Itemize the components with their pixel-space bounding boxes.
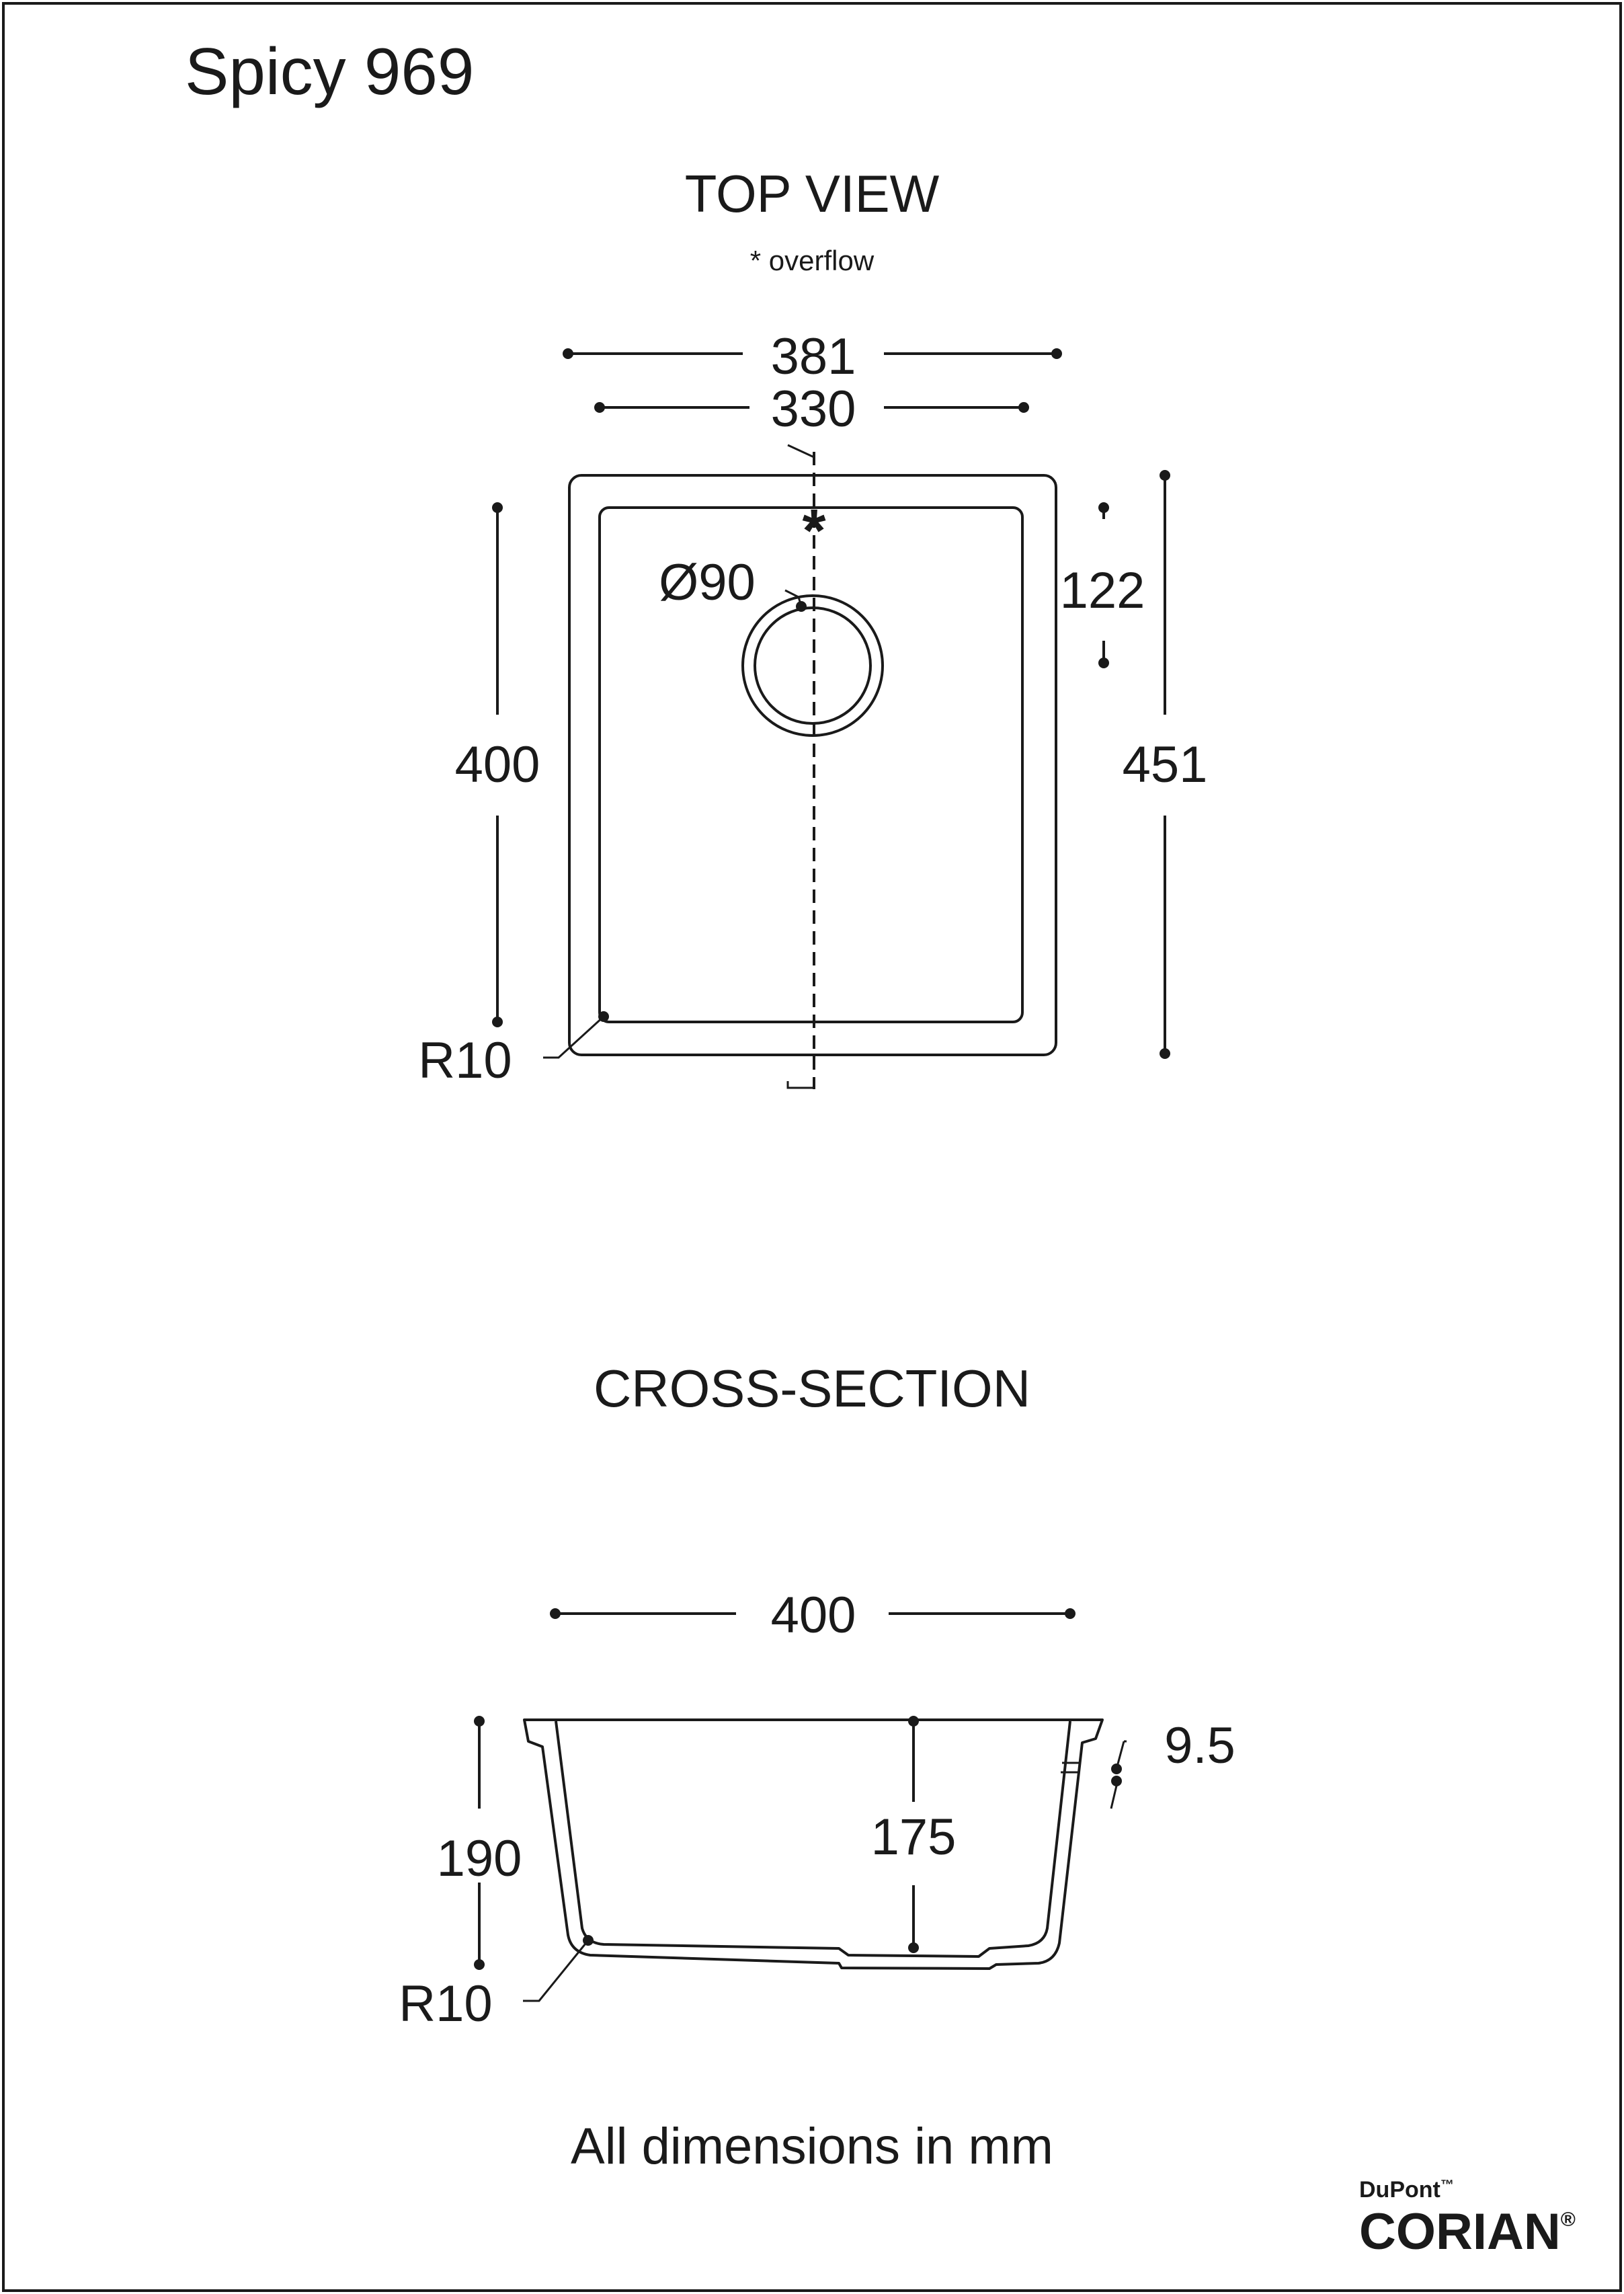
top-view-heading: TOP VIEW <box>685 164 940 223</box>
units-note: All dimensions in mm <box>571 2118 1053 2175</box>
dim-section-corner-radius: R10 <box>399 1935 594 2032</box>
drain-diameter-label: Ø90 <box>659 554 756 611</box>
dim-drain-offset: 122 <box>1060 502 1145 668</box>
outer-width-label: 381 <box>771 328 856 385</box>
inner-length-label: 400 <box>455 736 540 793</box>
outer-depth-label: 190 <box>437 1830 522 1887</box>
dim-inner-depth: 175 <box>871 1716 957 1953</box>
cross-section: CROSS-SECTION 400 190 <box>399 1359 1235 2032</box>
sink-profile-outer <box>523 1718 1104 1970</box>
sink-inner-outline <box>598 506 1024 1023</box>
brand-logo: DuPont™ CORIAN® <box>1359 2177 1576 2260</box>
top-corner-radius-label: R10 <box>418 1032 512 1089</box>
dim-outer-length: 451 <box>1123 470 1208 1059</box>
section-width-label: 400 <box>771 1587 856 1644</box>
dim-outer-width: 381 <box>563 328 1062 385</box>
dim-wall-thickness: 9.5 <box>1110 1717 1235 1809</box>
cross-section-heading: CROSS-SECTION <box>594 1359 1030 1418</box>
dim-section-width: 400 <box>550 1587 1075 1644</box>
inner-depth-label: 175 <box>871 1809 957 1866</box>
section-marker-top <box>787 444 815 459</box>
dim-drain-diameter: Ø90 <box>659 554 807 612</box>
brand-maker: DuPont™ <box>1359 2177 1454 2203</box>
dim-inner-width: 330 <box>594 381 1029 438</box>
dim-inner-length: 400 <box>455 502 540 1027</box>
brand-product: CORIAN® <box>1359 2203 1576 2260</box>
overflow-mark: * <box>802 498 825 565</box>
wall-thickness-label: 9.5 <box>1164 1717 1235 1774</box>
drain-offset-label: 122 <box>1060 562 1145 619</box>
sink-profile-inner <box>555 1720 1071 1958</box>
dim-outer-depth: 190 <box>437 1716 522 1970</box>
drain-inner-ring <box>754 606 872 725</box>
overflow-note: * overflow <box>750 245 875 276</box>
drawing-title: Spicy 969 <box>185 34 474 108</box>
outer-length-label: 451 <box>1123 736 1208 793</box>
section-marker-bottom <box>786 1081 814 1089</box>
drain-outer-ring <box>741 594 884 737</box>
dim-top-corner-radius: R10 <box>418 1011 609 1089</box>
section-corner-radius-label: R10 <box>399 1975 492 2032</box>
top-view: TOP VIEW * overflow 381 330 * <box>418 164 1207 1089</box>
inner-width-label: 330 <box>771 381 856 438</box>
